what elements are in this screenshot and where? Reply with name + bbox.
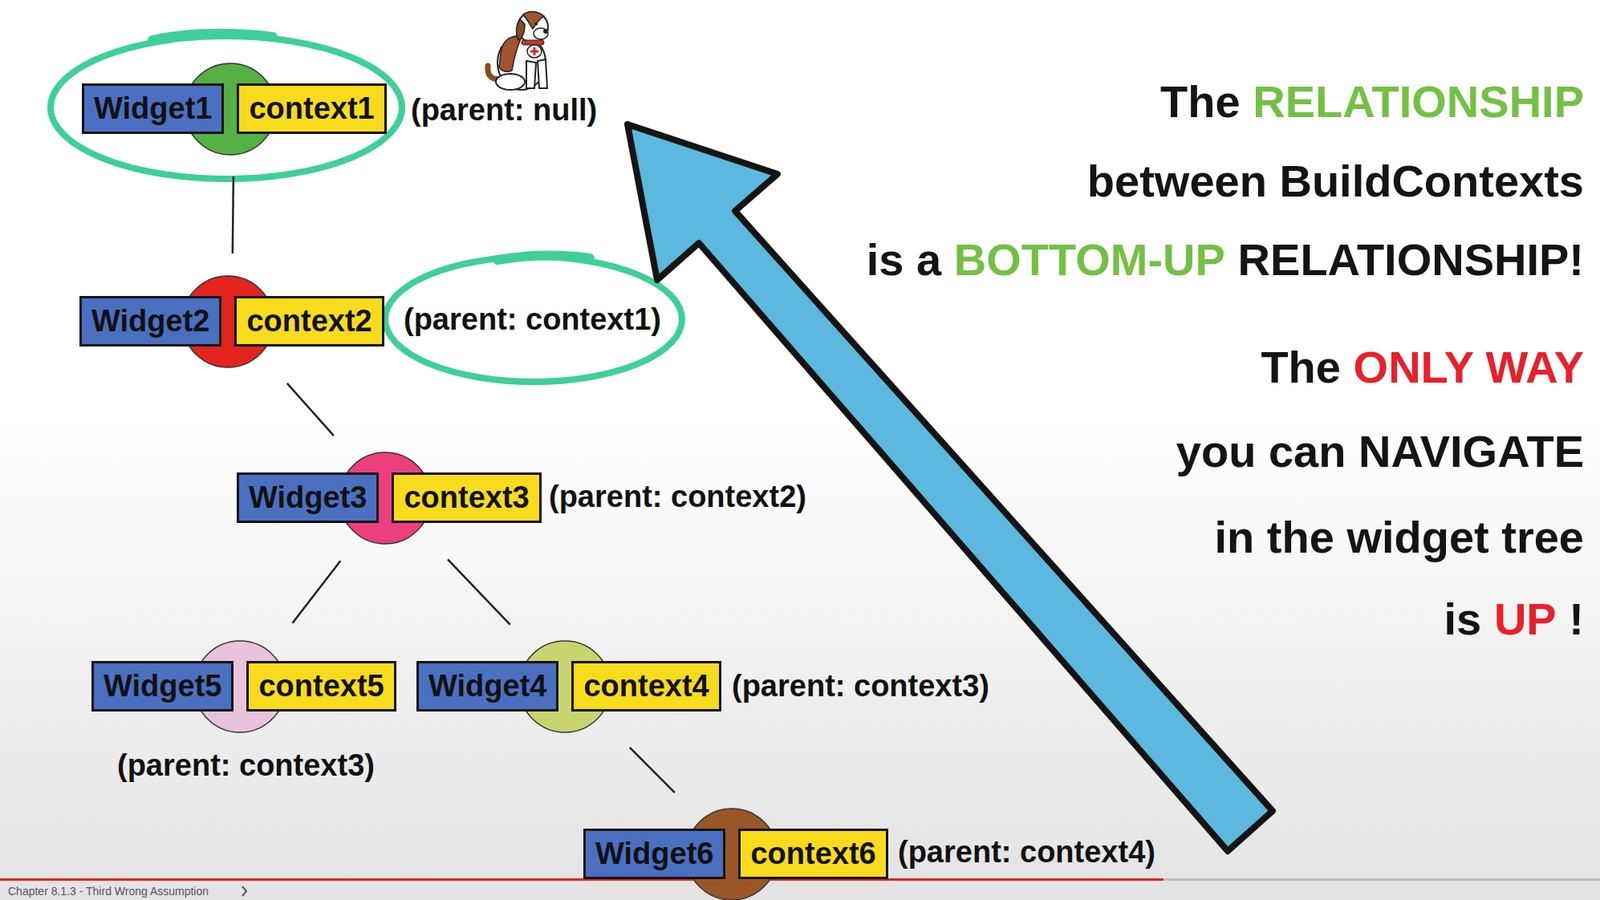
dog-muzzle (533, 28, 549, 40)
parent-label: (parent: context1) (403, 299, 662, 340)
heading-line: isUP! (1444, 592, 1585, 646)
dog-patch (499, 36, 522, 72)
parent-label: (parent: context3) (731, 665, 990, 707)
widget-context-pair: Widget4context4 (416, 641, 722, 732)
chapter-title: Chapter 8.1.3 - Third Wrong Assumption (8, 885, 209, 898)
heading-text: ONLY WAY (1353, 341, 1584, 394)
heading-line: TheRELATIONSHIP (1160, 75, 1584, 129)
widget-context-pair: Widget3context3 (236, 452, 542, 544)
parent-label: (parent: context2) (548, 476, 807, 517)
highlight-stroke (152, 33, 273, 41)
heading-text: RELATIONSHIP! (1238, 233, 1584, 287)
dog-leg (526, 60, 537, 89)
context-box: context6 (738, 828, 888, 880)
widget-context-pair: Widget6context6 (583, 808, 889, 900)
dog-barrel-cross (530, 47, 539, 56)
highlight-ellipse (385, 256, 683, 382)
parent-label: (parent: null) (410, 89, 597, 130)
tree-line (629, 747, 675, 793)
widget-context-pair: Widget5context5 (91, 641, 397, 732)
heading-text: is a (866, 233, 942, 287)
progress-bar (0, 878, 1164, 882)
widget-context-pair: Widget1context1 (81, 63, 387, 155)
context-box: context3 (391, 472, 541, 524)
heading-text: ! (1568, 592, 1584, 646)
dog-ear (515, 19, 525, 41)
widget-box: Widget3 (236, 472, 379, 524)
heading-text: between BuildContexts (1087, 154, 1584, 208)
context-box: context4 (571, 661, 721, 712)
heading-text: is (1444, 592, 1483, 646)
heading-text: RELATIONSHIP (1252, 75, 1584, 129)
heading-line: you can NAVIGATE (1176, 425, 1584, 479)
tree-line (287, 383, 334, 436)
heading-line: TheONLY WAY (1260, 341, 1584, 394)
widget-box: Widget6 (583, 828, 726, 880)
dog-illustration (487, 11, 549, 90)
dog-eye (534, 22, 538, 26)
widget-box: Widget1 (81, 83, 224, 135)
heading-line: is aBOTTOM-UPRELATIONSHIP! (866, 233, 1584, 287)
highlight-ellipse (50, 36, 403, 179)
dog-mask (523, 11, 545, 29)
heading-text: in the widget tree (1214, 511, 1585, 565)
heading-line: in the widget tree (1214, 511, 1585, 565)
heading-text: BOTTOM-UP (954, 233, 1226, 287)
parent-label: (parent: context4) (897, 832, 1156, 873)
chapter-chevron (242, 886, 247, 897)
heading-text: The (1260, 341, 1341, 394)
heading-line: between BuildContexts (1087, 154, 1584, 208)
tree-line (232, 176, 234, 254)
widget-box: Widget2 (79, 296, 222, 347)
context-box: context1 (236, 83, 386, 135)
highlight-stroke (497, 255, 590, 260)
heading-text: you can NAVIGATE (1176, 425, 1584, 479)
heading-text: UP (1494, 592, 1557, 646)
parent-label: (parent: context3) (117, 745, 375, 786)
dog-barrel (527, 44, 542, 58)
context-box: context5 (246, 661, 396, 712)
dog-nose (543, 28, 549, 34)
tree-line (292, 560, 341, 624)
heading-text: The (1160, 75, 1241, 129)
widget-box: Widget5 (91, 661, 234, 712)
dog-collar (521, 40, 545, 45)
dog-leg (537, 59, 548, 89)
tree-line (447, 559, 511, 625)
widget-context-pair: Widget2context2 (79, 276, 385, 367)
context-box: context2 (234, 296, 384, 347)
widget-box: Widget4 (416, 661, 559, 712)
dog-haunch (495, 73, 525, 90)
